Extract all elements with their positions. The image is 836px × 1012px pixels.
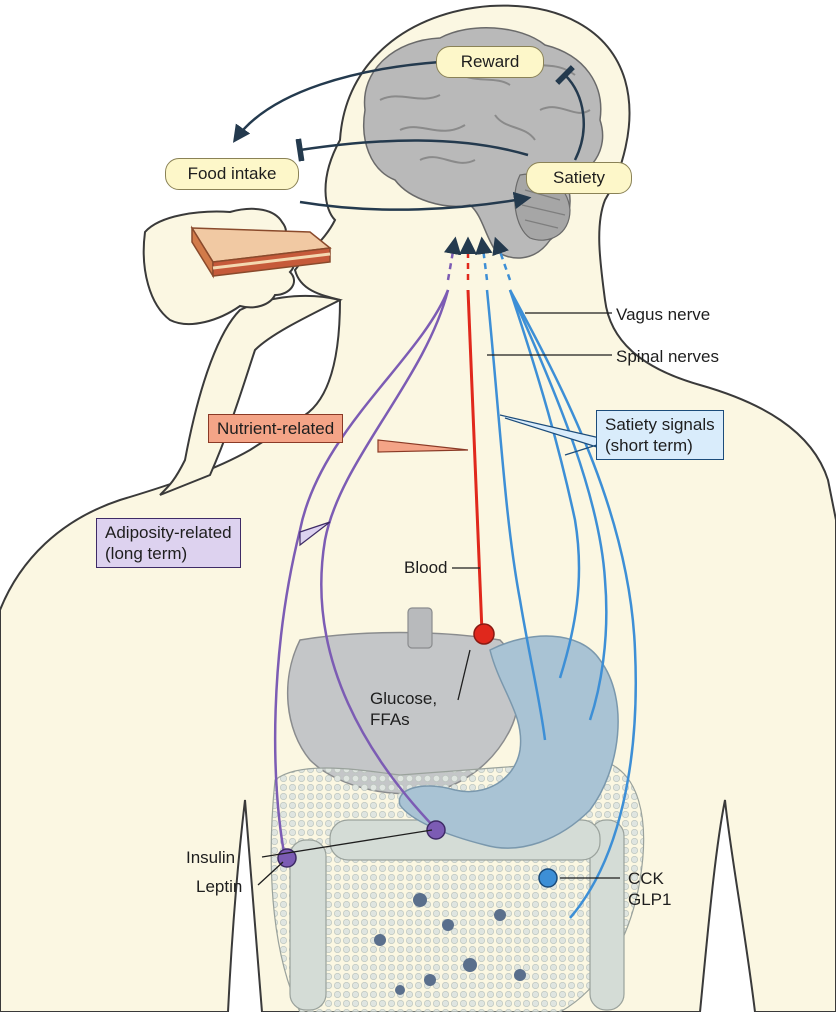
reward-label: Reward [436,46,544,78]
glucose-line2: FFAs [370,709,437,730]
satiety-signals-line1: Satiety signals [605,414,715,435]
adiposity-related-box: Adiposity-related (long term) [96,518,241,568]
nutrient-related-label: Nutrient-related [208,414,343,443]
blood-label: Blood [404,557,447,578]
satiety-signals-line2: (short term) [605,435,715,456]
leptin-label: Leptin [196,876,242,897]
satiety-signals-box: Satiety signals (short term) [596,410,724,460]
vagus-nerve-label: Vagus nerve [616,304,710,325]
glucose-ffas-label: Glucose, FFAs [370,688,437,730]
adiposity-line1: Adiposity-related [105,522,232,543]
cck-glp1-label: CCK GLP1 [628,868,671,910]
food-intake-label: Food intake [165,158,299,190]
vena-cava [408,608,432,648]
insulin-label: Insulin [186,847,235,868]
satiety-label: Satiety [526,162,632,194]
glucose-line1: Glucose, [370,688,437,709]
cck-label: CCK [628,868,671,889]
glp1-label: GLP1 [628,889,671,910]
spinal-nerves-label: Spinal nerves [616,346,719,367]
adiposity-line2: (long term) [105,543,232,564]
glucose-ffas-marker [474,624,494,644]
cck-glp1-marker [539,869,557,887]
